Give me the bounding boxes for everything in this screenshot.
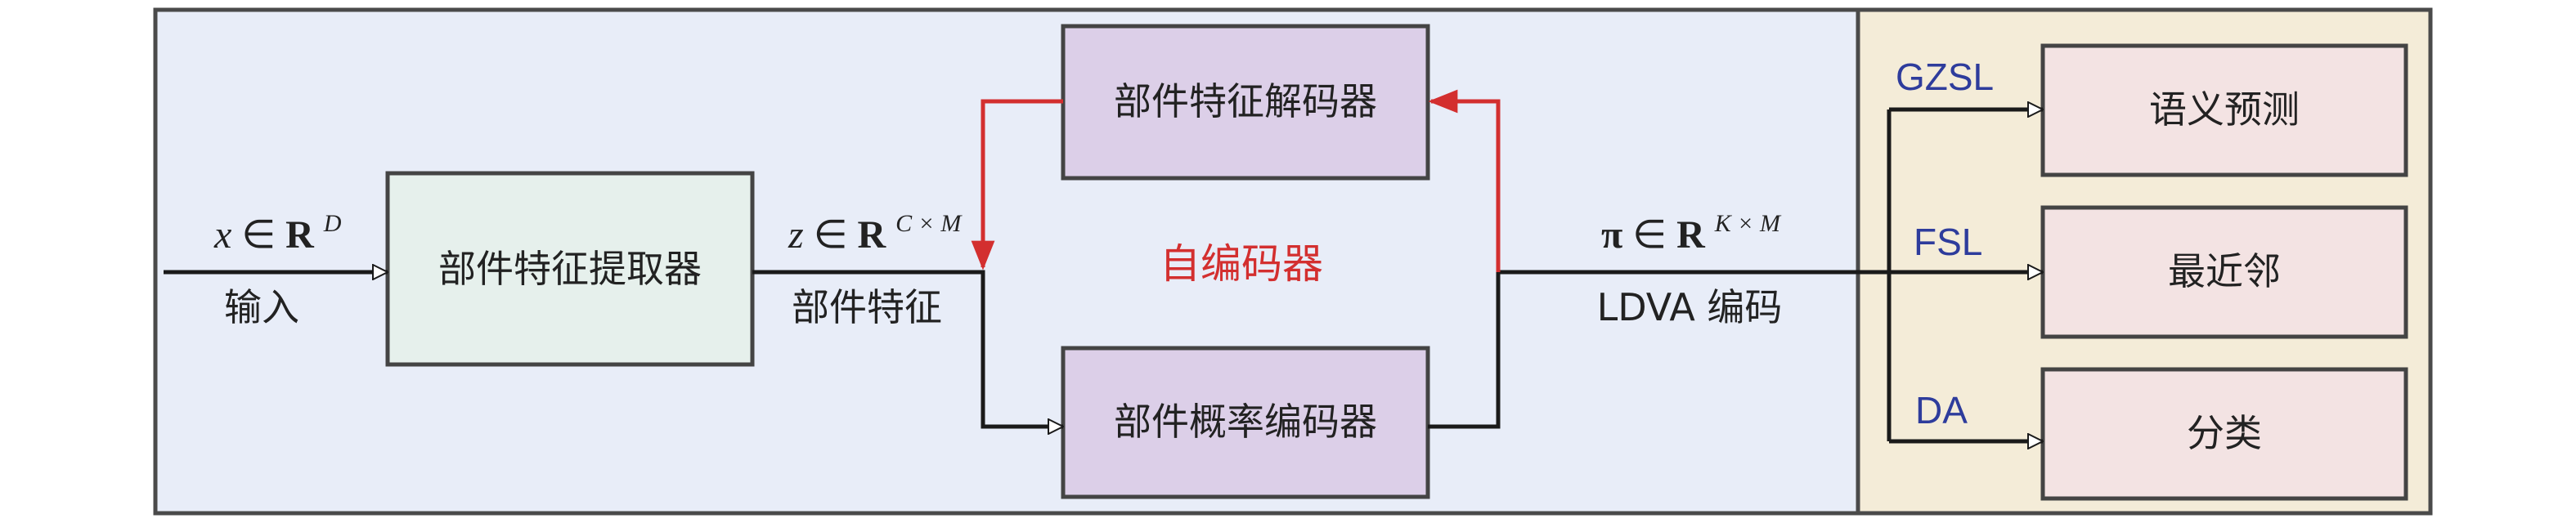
code-var: π xyxy=(1601,213,1622,257)
nearest-neighbor-box: 最近邻 xyxy=(2040,205,2408,339)
nearest-neighbor-label: 最近邻 xyxy=(2168,249,2281,293)
input-element-of: ∈ xyxy=(241,213,276,257)
feature-var: z xyxy=(788,213,804,257)
feature-set: R xyxy=(858,213,887,257)
feature-math: z ∈ R C × M xyxy=(788,210,963,257)
code-dim: K × M xyxy=(1714,210,1782,237)
code-element-of: ∈ xyxy=(1632,213,1667,257)
code-caption: LDVA 编码 xyxy=(1597,285,1783,329)
semantic-prediction-label: 语义预测 xyxy=(2149,87,2300,132)
extractor-box: 部件特征提取器 xyxy=(385,171,755,367)
semantic-prediction-box: 语义预测 xyxy=(2040,43,2408,177)
decoder-label: 部件特征解码器 xyxy=(1114,79,1377,123)
gzsl-label: GZSL xyxy=(1896,56,1994,98)
decoder-to-feature-arrow xyxy=(971,99,1063,270)
input-set: R xyxy=(285,213,315,257)
fsl-label: FSL xyxy=(1914,221,1982,263)
input-dim: D xyxy=(323,210,342,237)
input-caption: 输入 xyxy=(224,285,299,329)
extractor-label: 部件特征提取器 xyxy=(438,247,702,291)
classification-box: 分类 xyxy=(2040,367,2408,501)
feature-caption: 部件特征 xyxy=(792,285,942,329)
input-var: x xyxy=(213,213,231,257)
black-connectors xyxy=(164,110,2043,441)
red-connectors xyxy=(971,89,1501,272)
encoder-label: 部件概率编码器 xyxy=(1114,400,1377,444)
decoder-box: 部件特征解码器 xyxy=(1061,24,1430,181)
code-set: R xyxy=(1676,213,1706,257)
input-math: x ∈ R D xyxy=(213,210,342,257)
da-label: DA xyxy=(1915,389,1968,431)
encoder-output-line xyxy=(1428,270,1889,429)
feature-to-encoder-arrow xyxy=(752,270,1063,427)
encoder-box: 部件概率编码器 xyxy=(1061,346,1430,499)
code-to-decoder-arrow xyxy=(1428,89,1501,272)
classification-label: 分类 xyxy=(2187,411,2262,455)
autoencoder-label: 自编码器 xyxy=(1160,240,1323,288)
code-math: π ∈ R K × M xyxy=(1601,210,1782,257)
feature-dim: C × M xyxy=(895,210,963,237)
feature-element-of: ∈ xyxy=(814,213,848,257)
